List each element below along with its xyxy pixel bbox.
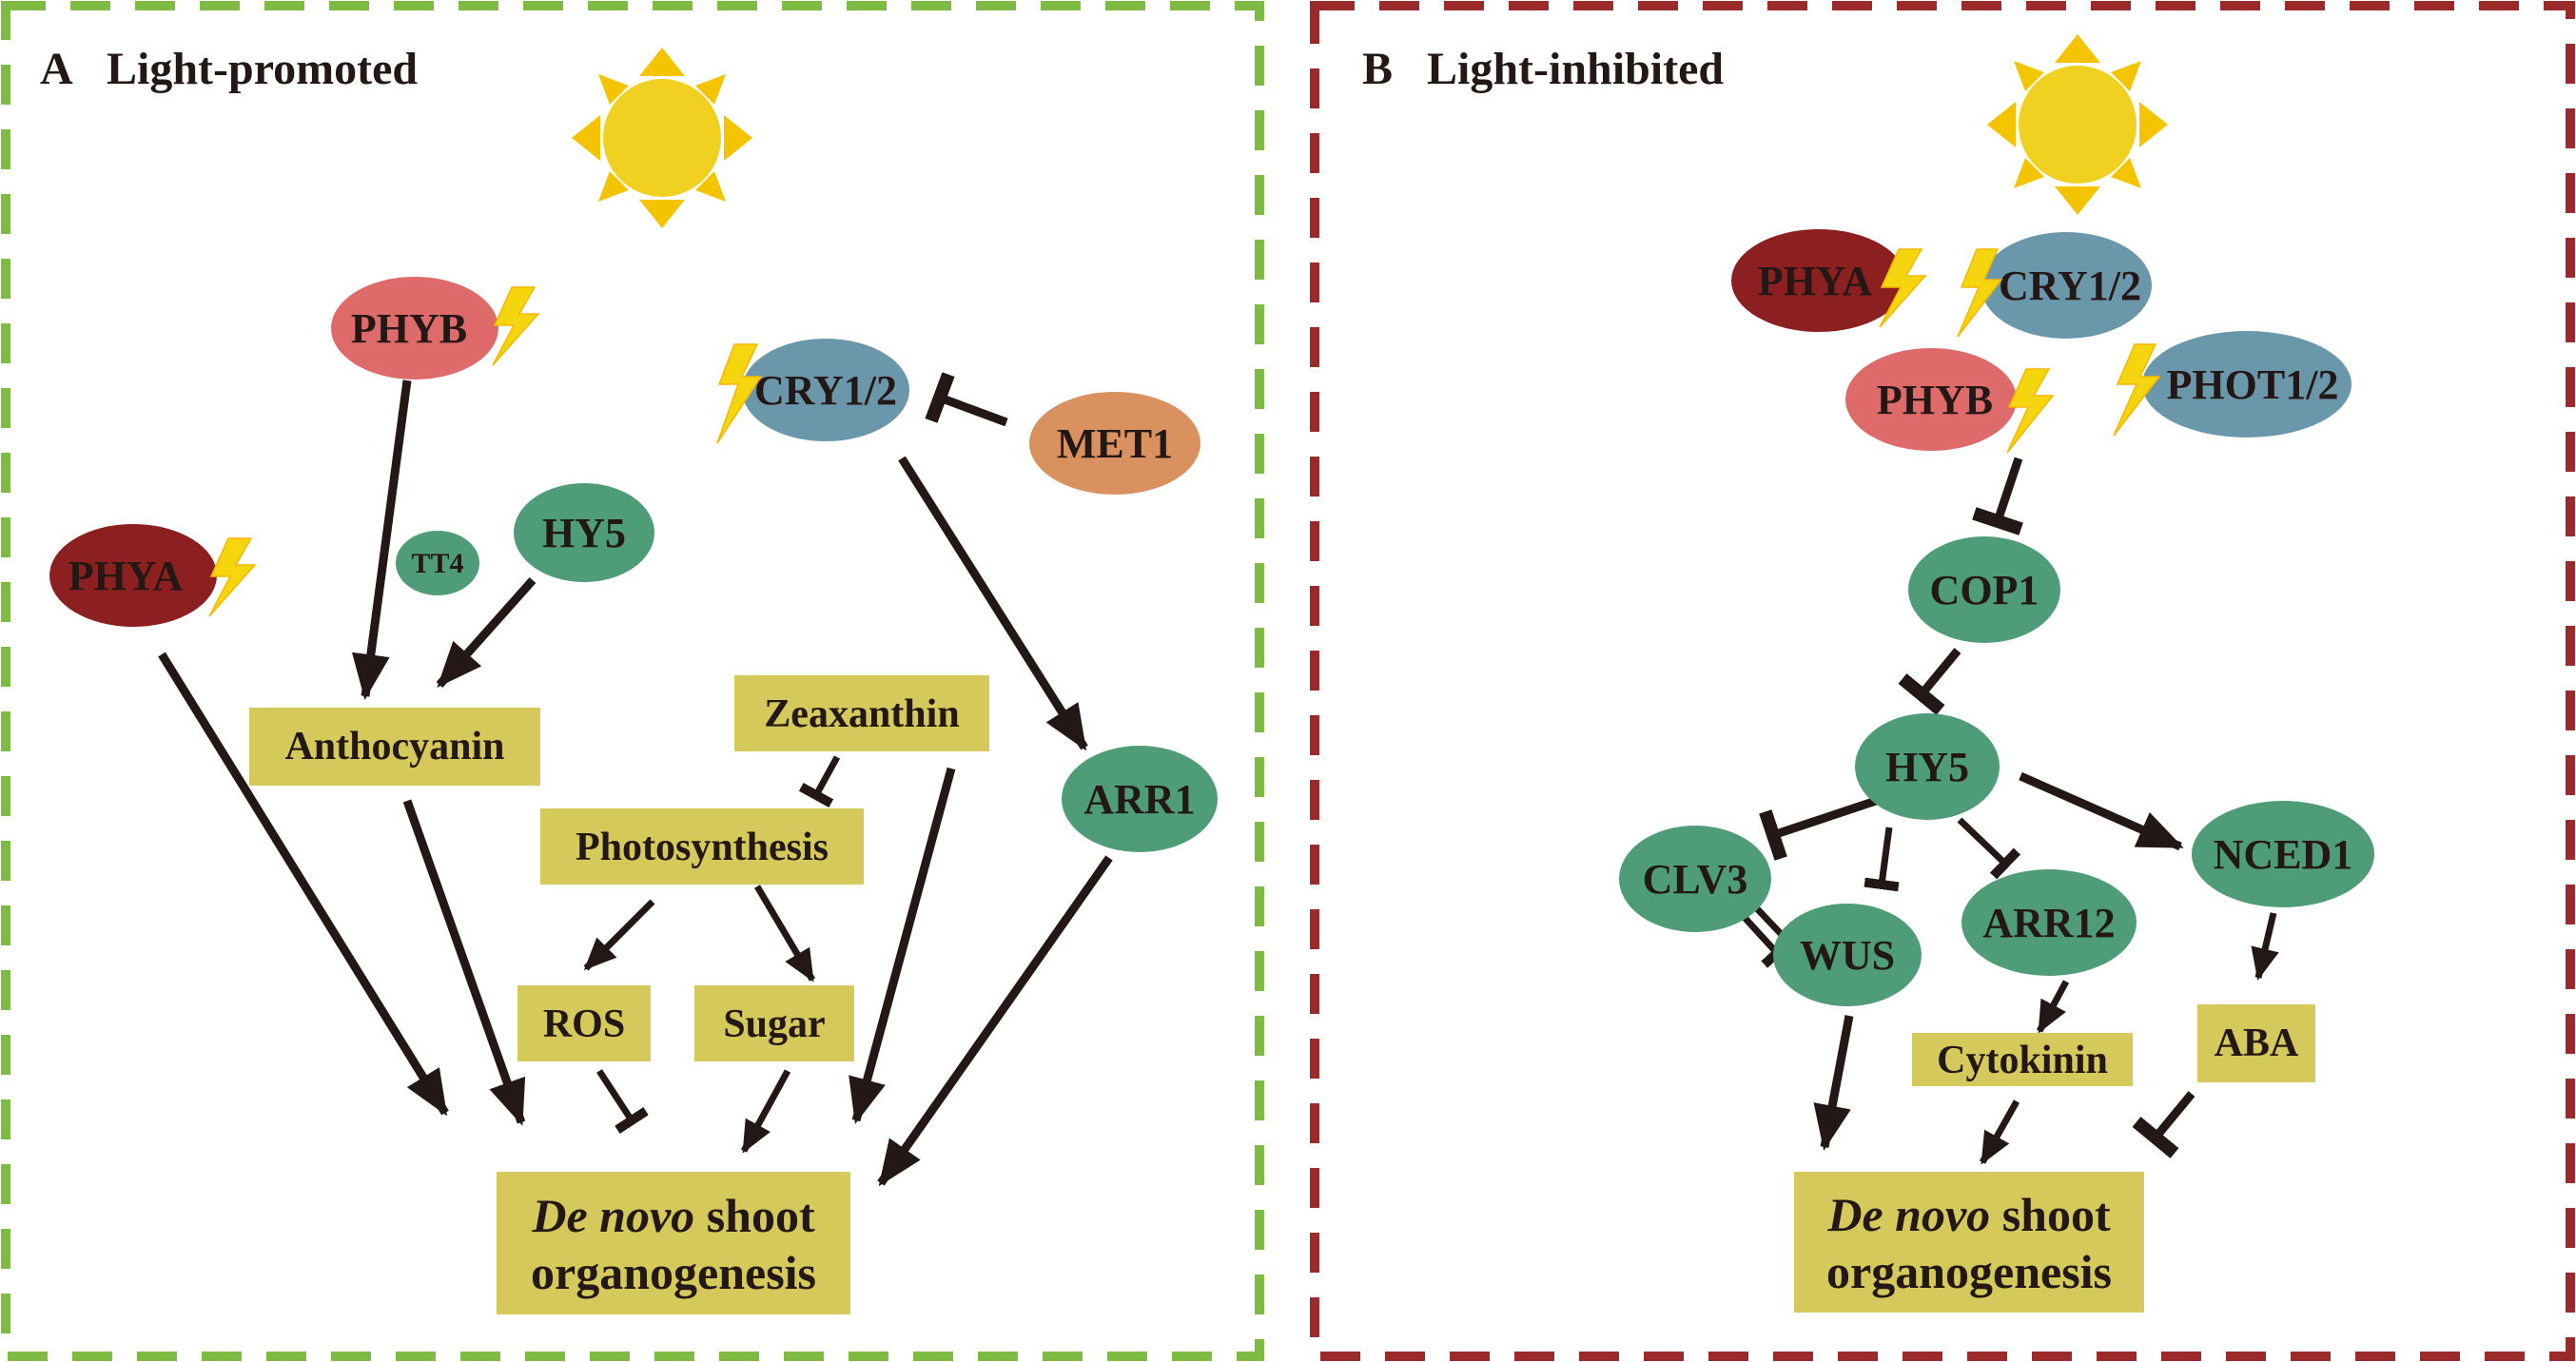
node-cry: CRY1/2 [742,339,909,441]
sun-icon [1987,34,2168,215]
box-de-novo-shoot-organogenesis-a: De novo shoot organogenesis [497,1172,850,1314]
arrow-photosynthesis-ros [583,899,655,971]
node-phyb: PHYB [1845,348,2017,451]
panel-a-border [1,1,1264,1361]
arrow-anthocyanin-shoot [402,799,526,1126]
svg-text:De novo shoot: De novo shoot [1826,1188,2111,1241]
arrow-hy5-anthocyanin [436,577,537,688]
inhibit-hy5-arr12 [1957,817,2021,880]
lightning-bolt-icon [208,537,257,617]
svg-text:COP1: COP1 [1930,567,2039,613]
inhibit-hy5-wus [1864,827,1900,892]
arrow-arr12-cytokinin [2036,980,2070,1034]
svg-text:Photosynthesis: Photosynthesis [576,826,829,869]
arrow-nced1-aba [2251,912,2279,981]
svg-text:organogenesis: organogenesis [531,1246,816,1299]
svg-text:ROS: ROS [543,1002,625,1046]
arrow-phya-shoot [158,652,449,1117]
node-met1: MET1 [1029,392,1200,495]
arrow-wus-shoot [1813,1015,1854,1151]
panel-b-title: Light-inhibited [1427,44,1724,94]
svg-text:WUS: WUS [1800,932,1895,979]
node-phot: PHOT1/2 [2142,331,2352,438]
box-ros: ROS [517,985,651,1061]
inhibit-cop1-hy5 [1898,648,1961,715]
box-cytokinin: Cytokinin [1912,1033,2133,1086]
svg-text:NCED1: NCED1 [2214,831,2353,878]
node-clv3: CLV3 [1619,826,1771,932]
lightning-bolt-icon [1957,248,2003,338]
box-anthocyanin: Anthocyanin [249,708,540,786]
svg-text:PHYA: PHYA [68,553,184,599]
arrow-photosynthesis-sugar [753,885,816,983]
box-de-novo-shoot-organogenesis-b: De novo shoot organogenesis [1794,1172,2144,1313]
lightning-bolt-icon [716,343,763,444]
node-arr12: ARR12 [1961,869,2137,976]
arrow-cry-arr1 [898,456,1088,751]
inhibit-met1-cry [925,372,1008,427]
svg-text:ARR1: ARR1 [1083,776,1195,823]
node-cry: CRY1/2 [1981,232,2152,339]
lightning-bolt-icon [2113,343,2161,437]
svg-text:ARR12: ARR12 [1982,900,2115,946]
svg-text:PHYB: PHYB [351,305,467,352]
arrow-zeaxanthin-shoot [849,767,956,1124]
panel-b-border [1310,1,2575,1361]
svg-text:Anthocyanin: Anthocyanin [284,725,504,769]
svg-text:PHYA: PHYA [1758,258,1873,304]
inhibit-ros-shoot [596,1069,649,1135]
node-nced1: NCED1 [2192,801,2374,907]
box-zeaxanthin: Zeaxanthin [734,675,989,751]
svg-text:PHYB: PHYB [1877,377,1993,423]
lightning-bolt-icon [1879,248,1927,328]
svg-text:HY5: HY5 [1885,744,1969,790]
panel-b-letter: B [1362,44,1393,94]
node-arr1: ARR1 [1062,746,1218,852]
svg-text:ABA: ABA [2215,1022,2299,1065]
svg-text:organogenesis: organogenesis [1826,1245,2112,1298]
node-phya: PHYA [49,524,217,627]
lightning-bolt-icon [2006,368,2055,454]
node-tt4: TT4 [396,531,479,595]
svg-text:Sugar: Sugar [723,1002,825,1046]
node-phyb: PHYB [331,277,498,379]
box-aba: ABA [2197,1004,2315,1082]
inhibit-zeaxanthin-photosynthesis [798,755,841,808]
panel-a: A Light-promoted PHYB [1,1,1264,1361]
arrow-arr1-shoot [877,855,1113,1187]
svg-text:PHOT1/2: PHOT1/2 [2167,361,2339,408]
svg-text:TT4: TT4 [411,548,463,579]
inhibit-aba-shoot [2132,1091,2195,1158]
node-phya: PHYA [1731,229,1906,332]
arrow-hy5-nced1 [2019,771,2184,851]
svg-text:Cytokinin: Cytokinin [1937,1039,2108,1082]
arrow-cytokinin-shoot [1979,1099,2020,1165]
svg-text:MET1: MET1 [1057,420,1173,467]
inhibit-photoreceptors-cop1 [1972,457,2023,535]
lightning-bolt-icon [492,286,540,366]
sun-icon [572,48,752,228]
svg-text:CLV3: CLV3 [1643,856,1748,903]
node-cop1: COP1 [1908,536,2060,643]
svg-text:HY5: HY5 [542,510,626,556]
inhibit-hy5-clv3 [1759,792,1889,861]
panel-b: B Light-inhibited PHYA [1310,1,2575,1361]
arrow-sugar-shoot [740,1069,791,1154]
node-wus: WUS [1773,904,1922,1006]
panel-a-title: Light-promoted [107,44,418,94]
box-photosynthesis: Photosynthesis [540,808,864,885]
svg-text:CRY1/2: CRY1/2 [1999,263,2141,309]
panel-a-letter: A [40,44,73,94]
svg-text:Zeaxanthin: Zeaxanthin [764,692,959,736]
arrow-phyb-anthocyanin [351,379,412,700]
box-sugar: Sugar [694,985,854,1061]
node-hy5: HY5 [514,483,654,582]
svg-text:De novo shoot: De novo shoot [531,1189,815,1242]
node-hy5: HY5 [1855,713,2000,820]
svg-text:CRY1/2: CRY1/2 [754,367,897,414]
